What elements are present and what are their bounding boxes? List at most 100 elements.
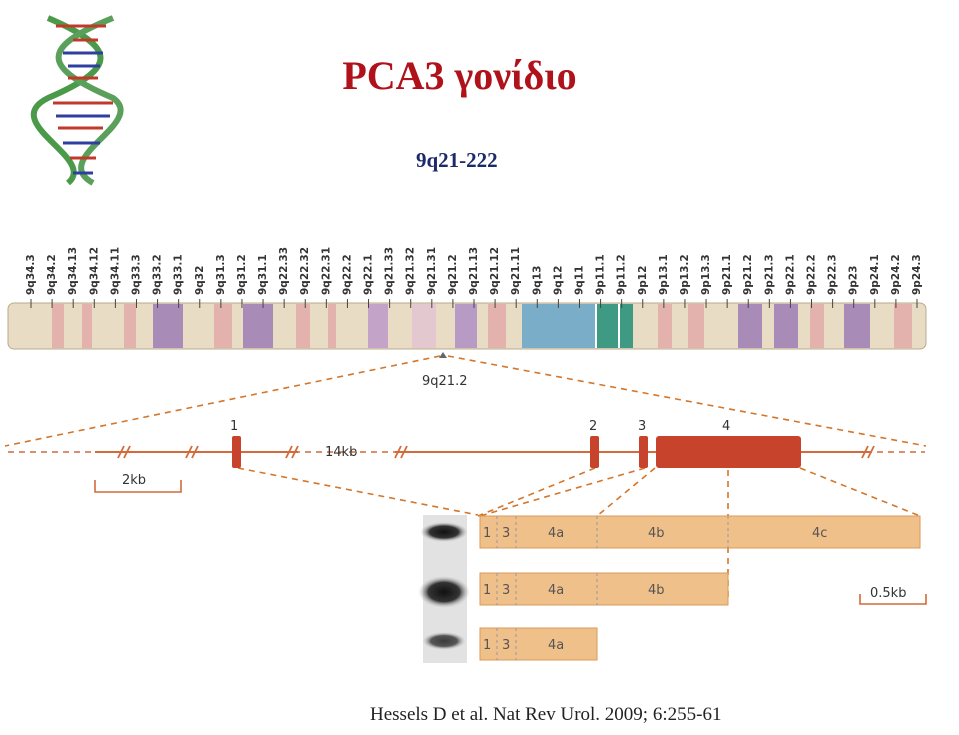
band-label: 9p21.2	[742, 254, 754, 295]
chromosome-band	[82, 304, 92, 348]
chromosome-band	[455, 304, 477, 348]
scale-bar-2kb-label: 2kb	[122, 473, 146, 488]
band-label: 9p24.2	[890, 254, 902, 295]
transcript-segment-label: 4c	[812, 526, 827, 541]
band-label: 9p12	[637, 266, 649, 295]
chromosome-band	[774, 304, 798, 348]
band-label: 9q31.1	[257, 254, 269, 295]
chromosome-band	[412, 304, 436, 348]
chromosome-band	[328, 304, 336, 348]
exon-label-3: 3	[638, 419, 646, 434]
zoom-band-label: 9q21.2	[422, 374, 467, 389]
exon-3	[639, 436, 648, 468]
band-label: 9p22.3	[827, 254, 839, 295]
band-label: 9p23	[848, 266, 860, 295]
band-label: 9p22.1	[784, 254, 796, 295]
chromosome-band	[124, 304, 136, 348]
chromosome-band	[214, 304, 232, 348]
band-label: 9p24.3	[911, 254, 923, 295]
zoom-marker	[439, 352, 447, 358]
transcript-segment-label: 3	[502, 638, 510, 653]
chromosome-band	[596, 304, 618, 348]
locus-label: 9q21-222	[416, 148, 498, 172]
band-label: 9q22.33	[278, 247, 290, 295]
band-label: 9q21.32	[405, 247, 417, 295]
exon-label-2: 2	[589, 419, 597, 434]
chromosome-band	[688, 304, 704, 348]
band-label: 9p22.2	[806, 254, 818, 295]
band-label: 9q34.3	[25, 254, 37, 295]
band-label: 9p13.2	[679, 254, 691, 295]
band-label: 9q33.3	[130, 254, 142, 295]
chromosome-ideogram	[7, 302, 927, 350]
chromosome-band	[810, 304, 824, 348]
break-mark	[185, 445, 199, 459]
dna-helix-icon	[30, 15, 124, 186]
band-label: 9q33.2	[152, 254, 164, 295]
zoom-lines	[4, 355, 927, 600]
chromosome-band	[844, 304, 870, 348]
exon-4	[656, 436, 801, 468]
band-label: 9q22.1	[363, 254, 375, 295]
break-mark	[117, 445, 131, 459]
band-label: 9p11.2	[616, 254, 628, 295]
intron-size-label: 14kb	[325, 445, 357, 460]
transcript-segment-label: 4b	[648, 583, 665, 598]
chromosome-band	[368, 304, 388, 348]
band-label: 9q31.3	[215, 254, 227, 295]
transcript-segment-label: 4b	[648, 526, 665, 541]
band-label: 9q21.31	[426, 247, 438, 295]
chromosome-band	[522, 304, 596, 348]
band-label: 9q34.2	[46, 254, 58, 295]
chromosome-band	[894, 304, 912, 348]
band-label: 9q21.13	[468, 247, 480, 295]
chromosome-band	[658, 304, 672, 348]
chromosome-band	[243, 304, 273, 348]
band-label: 9p21.3	[763, 254, 775, 295]
page-title: PCA3 γονίδιο	[342, 53, 577, 98]
citation: Hessels D et al. Nat Rev Urol. 2009; 6:2…	[370, 704, 722, 725]
band-label: 9q34.12	[88, 247, 100, 295]
band-label: 9p21.1	[721, 254, 733, 295]
chromosome-band	[52, 304, 64, 348]
band-label: 9q21.2	[447, 254, 459, 295]
chromosome-band	[619, 304, 633, 348]
band-label: 9q33.1	[173, 254, 185, 295]
transcript-segment-label: 1	[483, 638, 491, 653]
transcript-segment-label: 4a	[548, 583, 564, 598]
band-label: 9p13.3	[700, 254, 712, 295]
transcript-segment-label: 4a	[548, 526, 564, 541]
band-label: 9q22.31	[320, 247, 332, 295]
band-label: 9q21.11	[510, 247, 522, 295]
band-label: 9q13	[531, 266, 543, 295]
transcript-segment-label: 3	[502, 583, 510, 598]
band-label: 9q11	[573, 266, 585, 295]
break-mark	[285, 445, 299, 459]
chromosome-band	[153, 304, 183, 348]
band-label: 9q22.2	[341, 254, 353, 295]
chromosome-band	[488, 304, 506, 348]
band-label: 9p24.1	[869, 254, 881, 295]
break-mark	[861, 445, 875, 459]
chromosome-band	[296, 304, 310, 348]
exon-1	[232, 436, 241, 468]
scale-bar-2kb	[94, 480, 182, 493]
band-label: 9q22.32	[299, 247, 311, 295]
transcript-segment-label: 3	[502, 526, 510, 541]
exon-2	[590, 436, 599, 468]
northern-blot-image	[418, 515, 470, 663]
band-label: 9q21.33	[384, 247, 396, 295]
scale-bar-05kb-label: 0.5kb	[870, 586, 906, 601]
band-label: 9q34.13	[67, 247, 79, 295]
transcript-segment-label: 1	[483, 583, 491, 598]
band-label: 9p11.1	[595, 254, 607, 295]
gene-structure: 1 2 3 4 14kb 2kb	[8, 419, 925, 493]
break-mark	[394, 445, 408, 459]
transcript-bar	[479, 572, 729, 606]
band-label: 9q21.12	[489, 247, 501, 295]
band-label: 9q31.2	[236, 254, 248, 295]
transcript-bar	[479, 627, 598, 661]
